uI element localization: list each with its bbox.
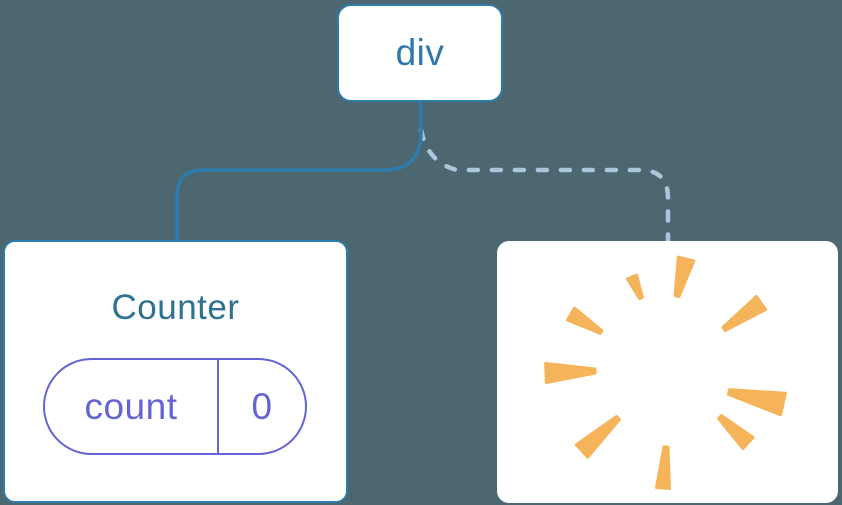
removed-node: [497, 241, 838, 503]
state-key-label: count: [84, 385, 178, 427]
root-node-label: div: [395, 32, 445, 73]
poof-ray: [544, 362, 597, 384]
state-pill: count 0: [43, 358, 307, 455]
state-key-cell: count: [45, 360, 219, 453]
poof-ray: [717, 414, 755, 450]
state-value: 0: [251, 385, 273, 427]
poof-ray: [727, 388, 787, 417]
poof-ray: [565, 306, 604, 335]
edge-div-to-counter-solid: [175, 99, 423, 242]
poof-ray: [625, 273, 644, 301]
poof-icon: [544, 255, 787, 490]
root-node-div: div: [337, 4, 503, 102]
edge-div-to-removed-dashed: [418, 127, 671, 246]
poof-ray: [721, 295, 768, 333]
poof-ray: [655, 445, 671, 490]
counter-node-title: Counter: [111, 288, 240, 327]
counter-node: Counter count 0: [3, 240, 348, 503]
poof-ray: [673, 255, 696, 298]
poof-ray: [574, 415, 621, 459]
state-value-cell: 0: [219, 360, 305, 453]
